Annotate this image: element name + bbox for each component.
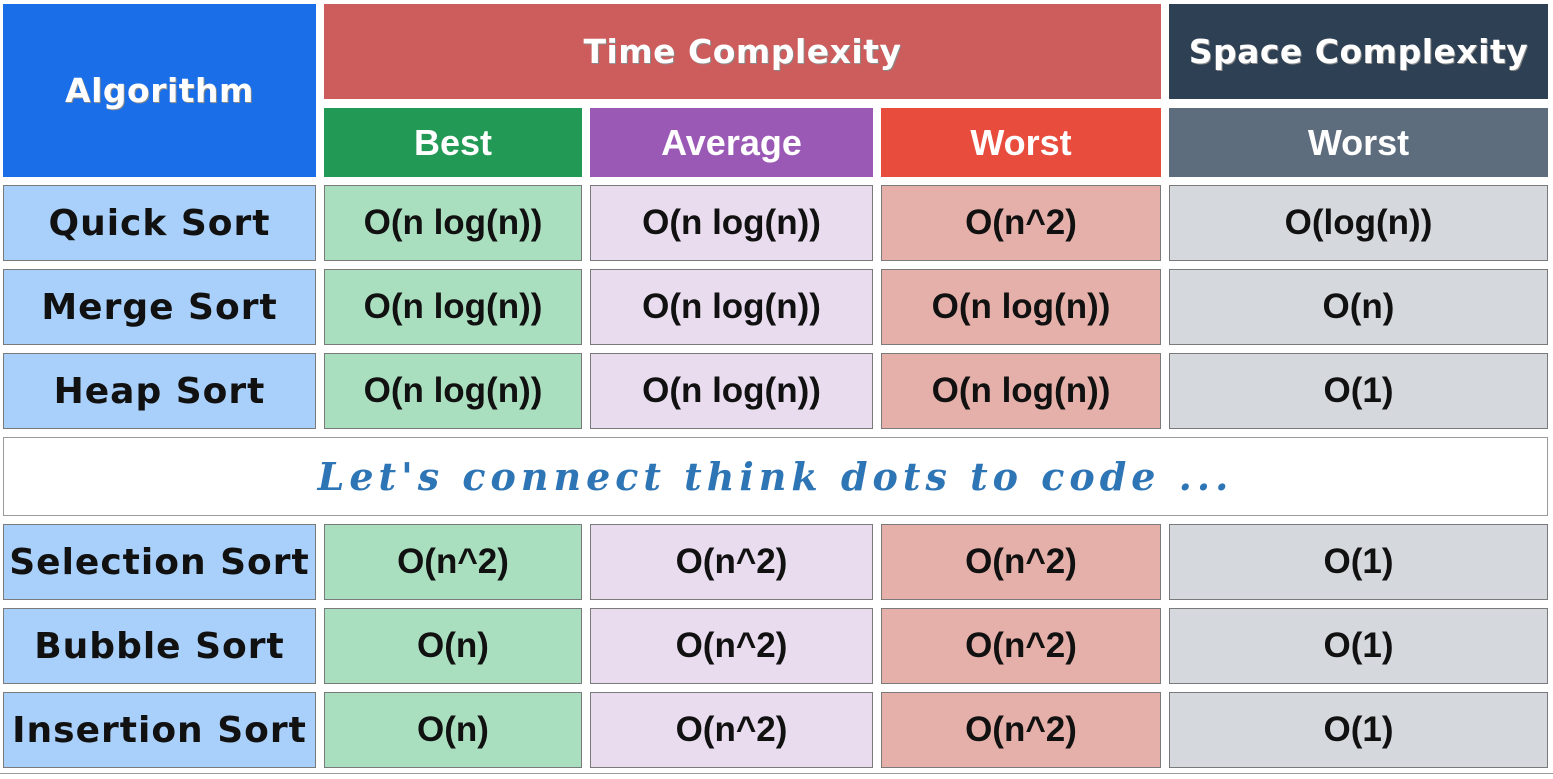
best-cell: O(n) bbox=[324, 608, 582, 684]
space-cell: O(1) bbox=[1169, 608, 1548, 684]
worst-cell: O(n log(n)) bbox=[881, 269, 1161, 345]
average-cell: O(n^2) bbox=[590, 692, 873, 768]
average-cell: O(n log(n)) bbox=[590, 185, 873, 261]
best-header: Best bbox=[324, 108, 582, 177]
best-cell: O(n log(n)) bbox=[324, 353, 582, 429]
algorithm-cell: Merge Sort bbox=[3, 269, 316, 345]
space-worst-header: Worst bbox=[1169, 108, 1548, 177]
algorithm-cell: Heap Sort bbox=[3, 353, 316, 429]
best-cell: O(n log(n)) bbox=[324, 185, 582, 261]
space-cell: O(n) bbox=[1169, 269, 1548, 345]
space-cell: O(log(n)) bbox=[1169, 185, 1548, 261]
worst-cell: O(n^2) bbox=[881, 524, 1161, 600]
worst-cell: O(n log(n)) bbox=[881, 353, 1161, 429]
space-complexity-header: Space Complexity bbox=[1169, 4, 1548, 99]
worst-cell: O(n^2) bbox=[881, 185, 1161, 261]
algorithm-cell: Insertion Sort bbox=[3, 692, 316, 768]
average-cell: O(n^2) bbox=[590, 608, 873, 684]
worst-cell: O(n^2) bbox=[881, 608, 1161, 684]
space-cell: O(1) bbox=[1169, 353, 1548, 429]
algorithm-header: Algorithm bbox=[3, 4, 316, 177]
average-cell: O(n log(n)) bbox=[590, 269, 873, 345]
best-cell: O(n^2) bbox=[324, 524, 582, 600]
worst-header: Worst bbox=[881, 108, 1161, 177]
space-cell: O(1) bbox=[1169, 692, 1548, 768]
worst-cell: O(n^2) bbox=[881, 692, 1161, 768]
time-complexity-header: Time Complexity bbox=[324, 4, 1161, 99]
space-cell: O(1) bbox=[1169, 524, 1548, 600]
average-header: Average bbox=[590, 108, 873, 177]
average-cell: O(n log(n)) bbox=[590, 353, 873, 429]
best-cell: O(n log(n)) bbox=[324, 269, 582, 345]
average-cell: O(n^2) bbox=[590, 524, 873, 600]
bottom-border bbox=[0, 773, 1553, 779]
best-cell: O(n) bbox=[324, 692, 582, 768]
algorithm-cell: Selection Sort bbox=[3, 524, 316, 600]
algorithm-cell: Bubble Sort bbox=[3, 608, 316, 684]
tagline-banner: Let's connect think dots to code ... bbox=[3, 437, 1548, 516]
algorithm-cell: Quick Sort bbox=[3, 185, 316, 261]
